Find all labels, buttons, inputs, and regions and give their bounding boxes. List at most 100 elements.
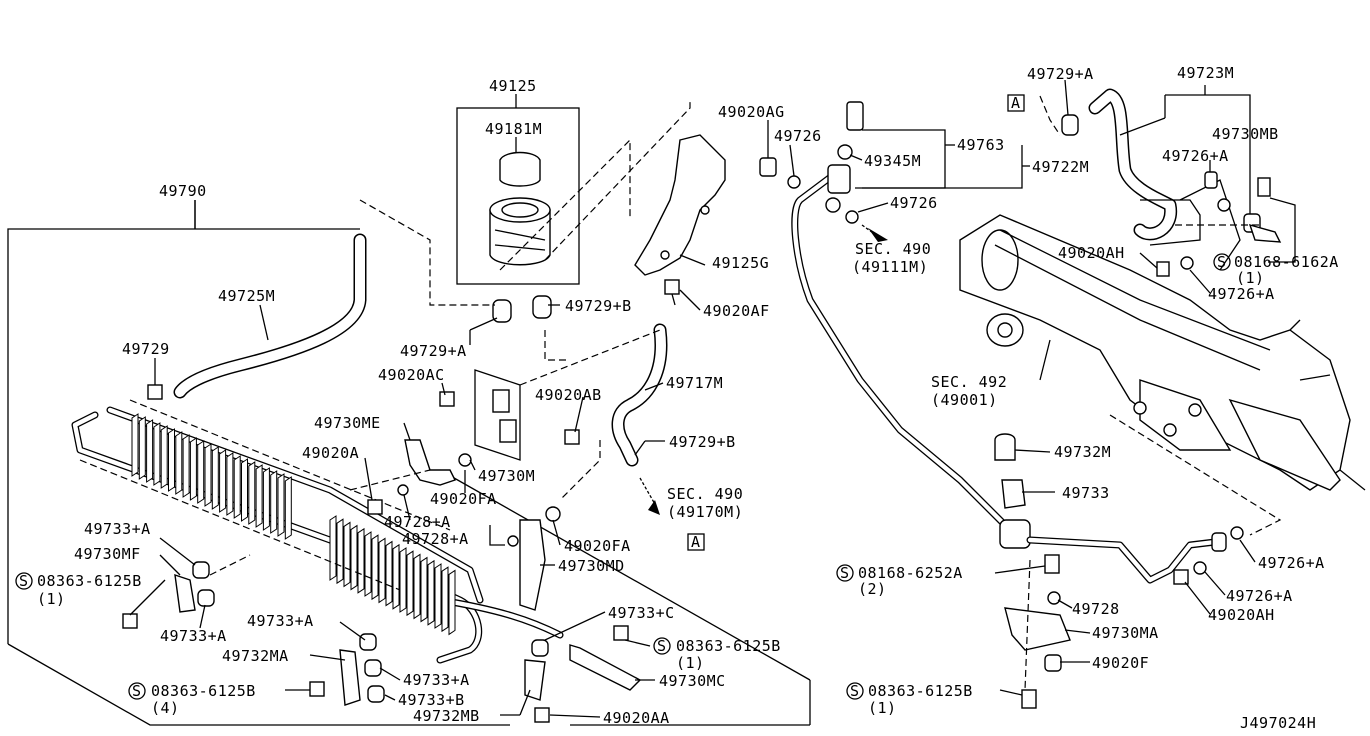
callout: 49726+A: [1226, 587, 1293, 605]
cooler-fin: [211, 446, 219, 510]
callout: 49717M: [666, 374, 723, 392]
clamps-left: [122, 384, 642, 723]
diagram-id: J497024H: [1240, 714, 1316, 732]
callout: (49111M): [852, 258, 928, 276]
cooler-fin: [219, 449, 227, 513]
callout: 49733+C: [608, 604, 675, 622]
callout: (1): [676, 654, 705, 672]
callout: 49728: [1072, 600, 1120, 618]
cooler-fin: [371, 534, 379, 601]
callout-labels: 49125 49181M 49125G 49729+B 49020AF 4972…: [37, 64, 1339, 727]
cooler-fin: [241, 458, 248, 522]
cooler-fin: [385, 540, 393, 607]
cooler-fin: [434, 563, 442, 629]
callout: 49020AB: [535, 386, 602, 404]
callout: 49020AG: [718, 103, 785, 121]
cooler-fin: [138, 416, 146, 480]
leader-lines-right: [767, 79, 1296, 696]
callout: (49170M): [667, 503, 743, 521]
cooler-fin: [277, 473, 285, 537]
callout: 49729+A: [1027, 65, 1094, 83]
callout: 08363-6125B: [676, 637, 781, 655]
callout: SEC. 492: [931, 373, 1007, 391]
cooler-fin: [357, 527, 365, 594]
callout: 49733: [1062, 484, 1110, 502]
oil-cooler-assembly-box: [7, 200, 811, 726]
callout: 49020FA: [564, 537, 631, 555]
callout: 08363-6125B: [37, 572, 142, 590]
cooler-fin: [168, 428, 175, 492]
callout: 49763: [957, 136, 1005, 154]
hose-49725m: [173, 233, 367, 399]
svg-text:S: S: [850, 682, 860, 700]
callout: 49020AH: [1058, 244, 1125, 262]
callout: 49732MA: [222, 647, 289, 665]
callout: (1): [37, 590, 66, 608]
callout: 49726: [890, 194, 938, 212]
callout: 08168-6162A: [1234, 253, 1339, 271]
callout: SEC. 490: [855, 240, 931, 258]
callout: 49020F: [1092, 654, 1149, 672]
callout: 49730MF: [74, 545, 141, 563]
callout: 49728+A: [384, 513, 451, 531]
callout: 08168-6252A: [858, 564, 963, 582]
brackets-cluster: [349, 369, 580, 611]
bracket-49125g: [634, 134, 726, 306]
hose-49717m: [519, 323, 668, 501]
cooler-fin: [197, 440, 205, 504]
reservoir-assembly: [359, 94, 691, 323]
cooler-fin: [160, 425, 168, 489]
svg-text:S: S: [657, 637, 667, 655]
callout: 49730MB: [1212, 125, 1279, 143]
cooler-fin: [175, 431, 183, 495]
callout: 49732M: [1054, 443, 1111, 461]
callout: 49729: [122, 340, 170, 358]
callout: 49726: [774, 127, 822, 145]
callout: 49726+A: [1258, 554, 1325, 572]
cooler-fin: [182, 434, 190, 498]
callout: 49181M: [485, 120, 542, 138]
callout: (4): [151, 699, 180, 717]
svg-text:S: S: [132, 682, 142, 700]
cooler-fin: [270, 470, 278, 534]
ref-marker-a-top: A: [1007, 94, 1025, 112]
cooler-fin: [248, 461, 256, 525]
cooler-fin: [189, 437, 197, 501]
callout: 49733+B: [398, 691, 465, 709]
callout: 49730MD: [558, 557, 625, 575]
svg-text:S: S: [1217, 253, 1227, 271]
callout: 49125: [489, 77, 537, 95]
steering-gear-assembly: [959, 179, 1366, 491]
svg-text:A: A: [1011, 94, 1021, 112]
pressure-hose-49722m: [639, 101, 1244, 585]
callout: 49732MB: [413, 707, 480, 725]
callout: 49726+A: [1208, 285, 1275, 303]
hose-49723m: [1039, 88, 1282, 277]
callout: (1): [1236, 269, 1265, 287]
cooler-fin: [336, 518, 344, 585]
leader-lines: [129, 200, 706, 718]
callout: 49730ME: [314, 414, 381, 432]
cooler-fin: [255, 464, 263, 528]
cooler-fin: [441, 566, 449, 633]
cooler-fin: [427, 559, 435, 626]
cooler-fin: [406, 550, 414, 617]
callout: (2): [858, 580, 887, 598]
callout: SEC. 490: [667, 485, 743, 503]
callout: 49733+A: [247, 612, 314, 630]
callout: 49730M: [478, 467, 535, 485]
cooler-fin: [233, 455, 241, 519]
cooler-fin: [146, 419, 154, 483]
callout: 49725M: [218, 287, 275, 305]
oil-cooler: [71, 399, 564, 664]
callout: 49728+A: [402, 530, 469, 548]
cooler-fin: [413, 553, 421, 620]
callout: 08363-6125B: [868, 682, 973, 700]
cooler-fin: [204, 443, 212, 507]
ref-marker-a-mid: A: [687, 533, 705, 551]
callout: 49345M: [864, 152, 921, 170]
cooler-fin: [420, 556, 428, 623]
callout: 49722M: [1032, 158, 1089, 176]
cooler-fin: [364, 531, 372, 597]
callout: 49733+A: [84, 520, 151, 538]
